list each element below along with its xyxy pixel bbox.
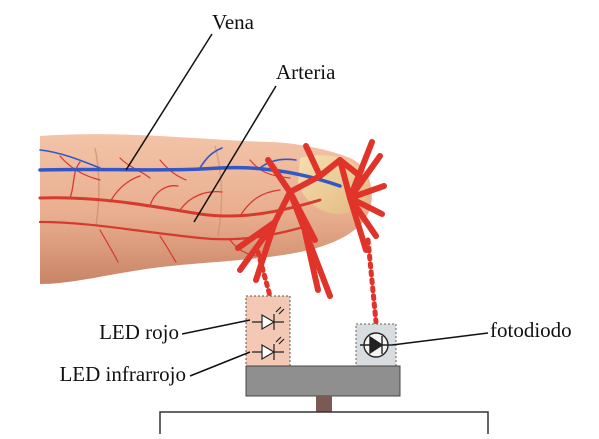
finger [40,134,372,284]
led-infrarrojo-leader-line [190,352,250,376]
label-arteria: Arteria [276,62,335,83]
finger-to-photodiode-path [368,240,376,322]
sensor-base-plate [246,366,400,396]
label-led-infrarrojo: LED infrarrojo [59,364,186,385]
label-vena: Vena [212,12,254,33]
label-fotodiodo: fotodiodo [490,320,572,341]
led-module [246,296,290,366]
label-led-rojo: LED rojo [99,322,179,343]
photodiode-module [356,324,396,366]
led-rojo-leader-line [182,320,250,334]
fotodiodo-leader-line [392,333,488,345]
device-housing [160,412,488,434]
